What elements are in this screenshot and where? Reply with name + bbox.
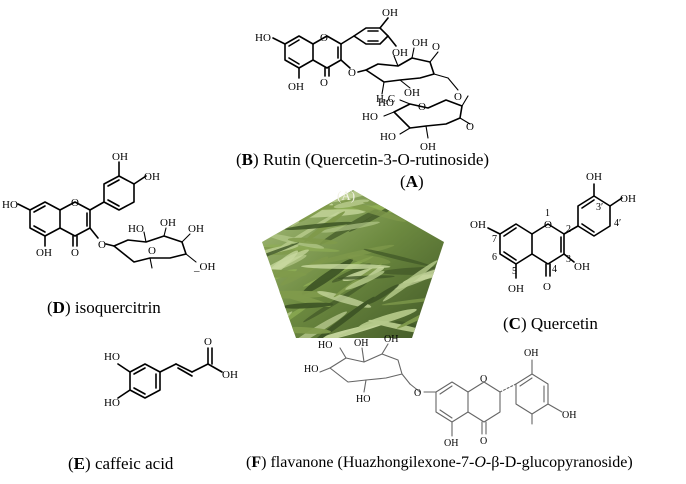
tea-leaf: [262, 205, 298, 214]
tea-leaf: [380, 266, 444, 275]
rutin-o-ring: O: [320, 32, 328, 44]
tea-leaf: [303, 282, 368, 323]
que-o-ring: O: [544, 219, 552, 231]
rutin-oh-g3: OH: [404, 87, 420, 99]
iso-ho-7: HO: [2, 199, 18, 211]
tea-leaf: [262, 311, 293, 338]
flav-oh-b1: OH: [524, 348, 538, 359]
rutin-oh-3p: OH: [382, 7, 398, 19]
caption-f: (F) flavanone (Huazhongilexone-7-O-β-D-g…: [246, 454, 633, 471]
caf-ho-4: HO: [104, 397, 120, 409]
iso-o-ring: O: [71, 197, 79, 209]
tea-leaf: [276, 190, 309, 209]
iso-oh-5: OH: [36, 247, 52, 259]
caption-d: (D) isoquercitrin: [47, 298, 161, 317]
caption-a: (A): [400, 172, 424, 191]
que-o-carbonyl: O: [543, 281, 551, 293]
flav-oh-g2: OH: [354, 338, 368, 349]
rutin-oh-g1: OH: [412, 37, 428, 49]
caf-ho-3: HO: [104, 351, 120, 363]
iso-o-g: O: [148, 245, 156, 257]
rutin-o-rh: O: [418, 101, 426, 113]
que-num-5: 5: [512, 266, 517, 277]
rutin-o-r: O: [466, 121, 474, 133]
que-num-1: 1: [545, 208, 550, 219]
flav-ho-g1: HO: [318, 340, 332, 351]
tea-leaf: [363, 248, 431, 267]
rutin-o-g: O: [432, 41, 440, 53]
flav-ho-g4: HO: [304, 364, 318, 375]
iso-oh-g: OH: [160, 217, 176, 229]
flav-o-ring: O: [480, 374, 487, 385]
tea-leaf: [358, 308, 417, 328]
tea-leaf: [367, 284, 399, 305]
tea-leaf: [345, 270, 385, 290]
tea-leaf: [284, 221, 352, 230]
rutin-structure: HO O O OH OH OH O OH O HO OH O H₃C O HO …: [255, 7, 474, 153]
tea-leaves-pentagon: (A): [262, 188, 444, 338]
tea-leaf: [320, 221, 380, 233]
iso-oh-4p: OH: [144, 171, 160, 183]
iso-ch2oh: _OH: [193, 261, 215, 273]
caf-oh: OH: [222, 369, 238, 381]
iso-ho-g: HO: [128, 223, 144, 235]
flav-ho-g5: HO: [356, 394, 370, 405]
iso-o-3: O: [98, 239, 106, 251]
tea-leaf: [333, 199, 370, 209]
quercetin-structure: OH OH OH O OH O OH 1 2 3 4 5 6 7 3′ 4′: [470, 171, 636, 295]
caf-o: O: [204, 336, 212, 348]
flav-oh-5: OH: [444, 438, 458, 449]
isoquercitrin-structure: OH OH HO O OH O O HO OH OH O _OH: [2, 151, 215, 273]
flav-oh-b2: OH: [562, 410, 576, 421]
rutin-oh-4p: OH: [392, 47, 408, 59]
que-num-4: 4: [552, 264, 557, 275]
tea-leaf: [262, 190, 334, 206]
tea-leaf: [262, 207, 291, 227]
que-num-6: 6: [492, 252, 497, 263]
rutin-o-3: O: [348, 67, 356, 79]
rutin-oh-r3: OH: [420, 141, 436, 153]
caption-c: (C) Quercetin: [503, 314, 598, 333]
que-num-7: 7: [492, 234, 497, 245]
tea-leaf: [262, 195, 307, 211]
flav-o-carbonyl: O: [480, 436, 487, 447]
rutin-o-link: O: [454, 91, 462, 103]
tea-leaf: [382, 260, 438, 302]
rutin-ho-7: HO: [255, 32, 271, 44]
iso-oh-3p: OH: [112, 151, 128, 163]
tea-leaf: [347, 254, 391, 265]
caption-b: (B) Rutin (Quercetin-3-O-rutinoside): [236, 150, 490, 169]
caffeic-acid-structure: HO HO O OH: [104, 336, 238, 409]
iso-o-carbonyl: O: [71, 247, 79, 259]
caption-e: (E) caffeic acid: [68, 454, 174, 473]
tea-leaf: [268, 211, 340, 256]
que-oh-3p: OH: [586, 171, 602, 183]
que-num-4p: 4′: [614, 218, 621, 229]
que-oh-5: OH: [508, 283, 524, 295]
rutin-oh-5: OH: [288, 81, 304, 93]
rutin-ho-r1: HO: [362, 111, 378, 123]
tea-leaf: [287, 237, 338, 245]
rutin-h3c: H₃C: [376, 93, 395, 105]
flav-oh-g3: OH: [384, 334, 398, 345]
tea-overlay-label: (A): [337, 188, 355, 203]
tea-leaf: [317, 291, 372, 308]
flavanone-glucoside-structure: HO OH OH HO HO O O OH O OH OH: [304, 334, 576, 449]
que-oh-3: OH: [574, 261, 590, 273]
rutin-ho-r2: HO: [380, 131, 396, 143]
que-num-3: 3: [566, 254, 571, 265]
que-oh-4p: OH: [620, 193, 636, 205]
rutin-o-carbonyl: O: [320, 77, 328, 89]
que-oh-7: OH: [470, 219, 486, 231]
rutin-ho-g2: HO: [378, 97, 394, 109]
iso-oh-g2: OH: [188, 223, 204, 235]
tea-leaf: [282, 302, 334, 309]
que-num-2: 2: [566, 224, 571, 235]
tea-leaf: [301, 263, 391, 270]
que-num-3p: 3′: [596, 202, 603, 213]
flav-o-link: O: [414, 388, 421, 399]
